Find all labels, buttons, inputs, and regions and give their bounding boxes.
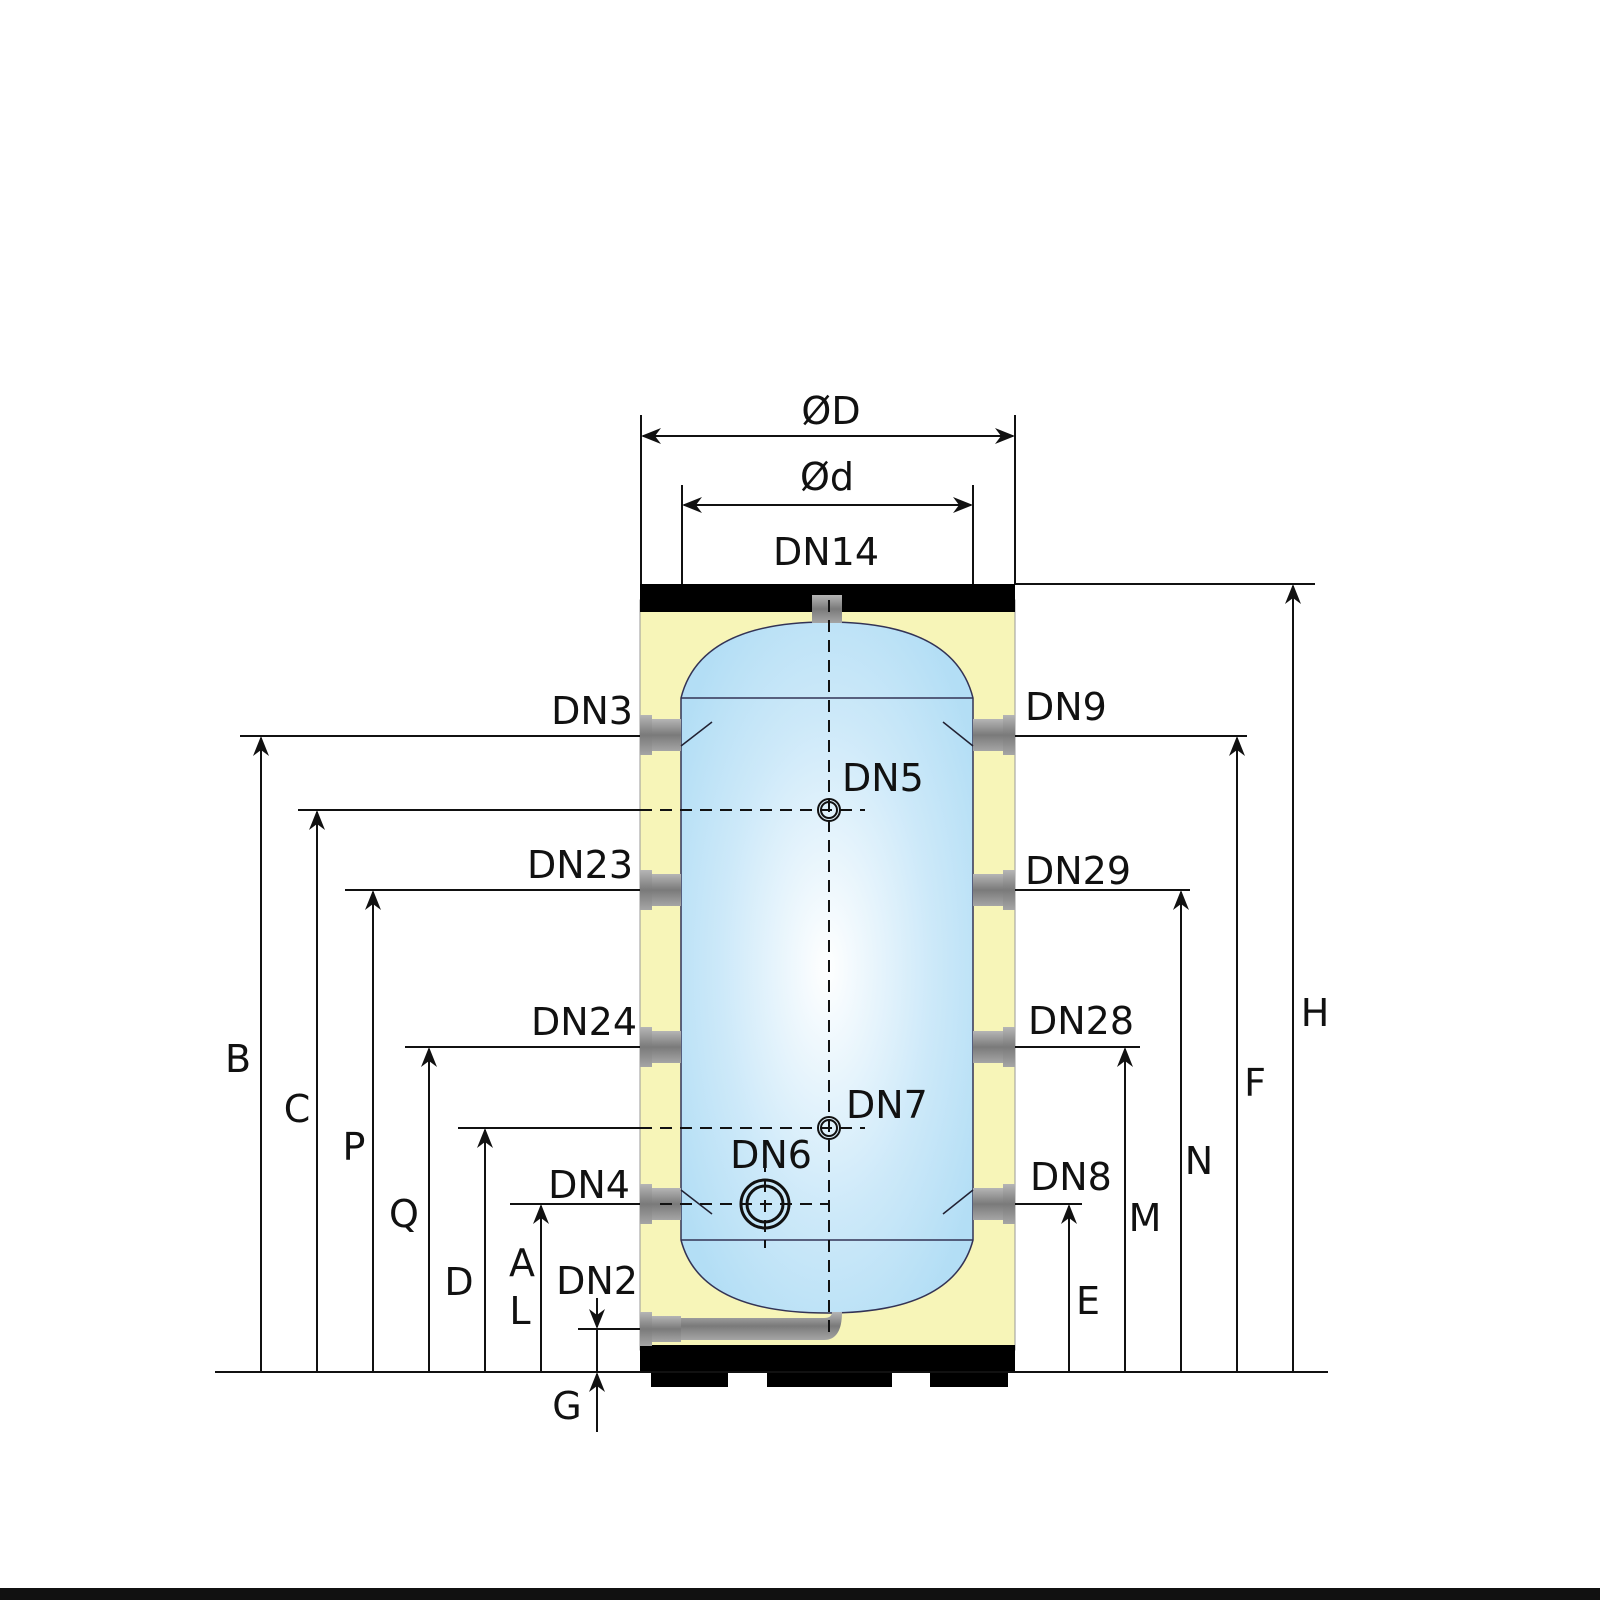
dim-label-m: M bbox=[1129, 1196, 1162, 1240]
label-outer-diameter: ØD bbox=[801, 389, 860, 433]
dim-label-d: D bbox=[444, 1260, 473, 1304]
dim-label-p: P bbox=[343, 1125, 366, 1169]
label-dn6: DN6 bbox=[730, 1133, 812, 1177]
label-dn5: DN5 bbox=[842, 756, 924, 800]
dim-label-b: B bbox=[225, 1037, 251, 1081]
dim-label-n: N bbox=[1185, 1139, 1213, 1183]
pipe-dn14 bbox=[812, 595, 842, 623]
label-dn14: DN14 bbox=[773, 530, 879, 574]
label-dn2: DN2 bbox=[556, 1259, 638, 1303]
label-dn29: DN29 bbox=[1025, 849, 1131, 893]
sensor-dn5-icon bbox=[817, 798, 841, 822]
foot bbox=[930, 1372, 1008, 1387]
dim-label-a: A bbox=[509, 1241, 535, 1285]
label-dn9: DN9 bbox=[1025, 685, 1107, 729]
label-dn28: DN28 bbox=[1028, 999, 1134, 1043]
bottom-border bbox=[0, 1588, 1600, 1600]
foot bbox=[651, 1372, 728, 1387]
flange-dn6-icon bbox=[739, 1178, 791, 1230]
label-dn24: DN24 bbox=[531, 1000, 637, 1044]
sensor-dn7-icon bbox=[817, 1116, 841, 1140]
dim-label-g: G bbox=[552, 1384, 581, 1428]
base-plate bbox=[640, 1345, 1015, 1372]
dim-label-f: F bbox=[1244, 1061, 1266, 1105]
label-dn23: DN23 bbox=[527, 843, 633, 887]
label-dn7: DN7 bbox=[846, 1083, 928, 1127]
dim-label-h: H bbox=[1301, 991, 1330, 1035]
dim-label-l: L bbox=[509, 1289, 530, 1333]
foot bbox=[767, 1372, 892, 1387]
label-dn8: DN8 bbox=[1030, 1155, 1112, 1199]
label-dn4: DN4 bbox=[548, 1163, 630, 1207]
label-dn3: DN3 bbox=[551, 689, 633, 733]
tank-vessel bbox=[680, 621, 974, 1314]
dim-label-q: Q bbox=[389, 1192, 419, 1236]
right-pipes bbox=[973, 715, 1015, 1224]
dim-label-e: E bbox=[1076, 1279, 1100, 1323]
label-inner-diameter: Ød bbox=[800, 455, 854, 499]
left-pipes bbox=[640, 715, 842, 1346]
dim-label-c: C bbox=[284, 1087, 311, 1131]
